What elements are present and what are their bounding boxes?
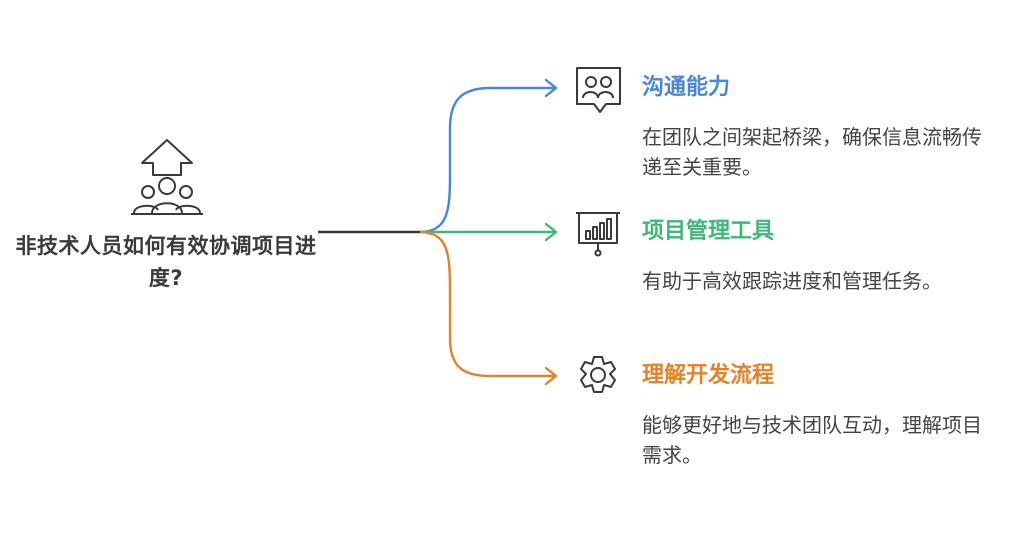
presentation-chart-icon bbox=[576, 212, 620, 257]
arrow-head-communication bbox=[544, 78, 558, 98]
gear-icon bbox=[580, 356, 616, 393]
branch-description-process: 能够更好地与技术团队互动，理解项目需求。 bbox=[642, 413, 982, 467]
people-speech-icon bbox=[576, 67, 621, 113]
branch-title-process: 理解开发流程 bbox=[642, 363, 775, 388]
arrow-head-process bbox=[544, 366, 558, 386]
branch-description-tools: 有助于高效跟踪进度和管理任务。 bbox=[642, 269, 942, 293]
people-up-arrow-icon bbox=[131, 139, 203, 215]
branch-title-communication: 沟通能力 bbox=[642, 75, 731, 100]
branch-description-communication: 在团队之间架起桥梁，确保信息流畅传递至关重要。 bbox=[642, 125, 982, 179]
root-title: 非技术人员如何有效协调项目进度? bbox=[15, 234, 317, 290]
branch-title-tools: 项目管理工具 bbox=[642, 219, 775, 244]
branch-line-communication bbox=[419, 86, 555, 234]
arrow-head-tools bbox=[544, 222, 558, 242]
branch-line-process bbox=[419, 230, 555, 378]
